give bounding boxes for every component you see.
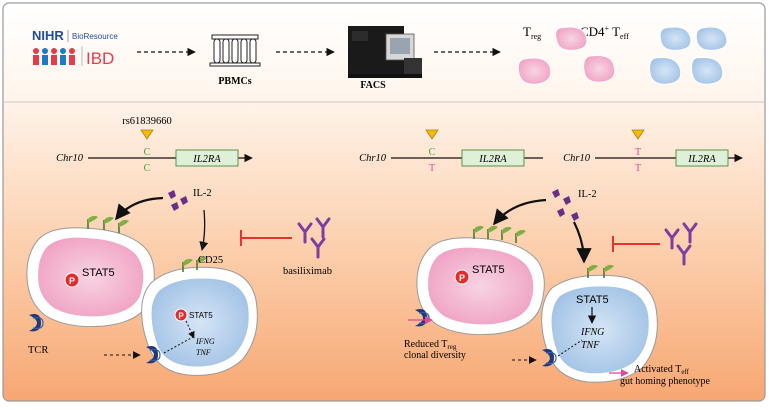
stat5-to-genes-arrow [185, 320, 195, 339]
snp-id-label: rs61839660 [122, 116, 172, 127]
people-icon [33, 48, 75, 65]
chr-label: Chr10 [56, 153, 84, 164]
ifng-label: IFNG [195, 337, 215, 346]
svg-text:BioResource: BioResource [72, 32, 118, 41]
phospho-icon: P [454, 269, 470, 285]
svg-text:P: P [459, 273, 465, 283]
left-panel: IL-2 P STAT5 TCR CD25 P STAT5 IFNG [26, 188, 332, 376]
locus-3: Chr10 IL2RA T T [563, 147, 743, 174]
treg-cell [26, 227, 155, 327]
treg-cells-icon [517, 26, 616, 85]
locus-1: Chr10 IL2RA C C [56, 147, 253, 174]
il2-to-treg-arrow [493, 198, 547, 226]
phospho-icon: P [174, 308, 188, 322]
phospho-icon: P [64, 272, 80, 288]
chr-label: Chr10 [359, 153, 387, 164]
treg-cell [416, 237, 545, 335]
gene-label: IL2RA [192, 154, 221, 165]
tcr-to-genes-arrow [163, 336, 194, 354]
tcr-to-genes-arrow [557, 339, 583, 357]
svg-text:P: P [178, 312, 184, 321]
teff-cell [141, 266, 258, 376]
tcr-label: TCR [28, 345, 48, 356]
teff-stat5-label: STAT5 [576, 294, 609, 306]
locus-2: Chr10 IL2RA C T [359, 147, 543, 174]
cd4-teff-header-label: CD4+ Teff [580, 24, 629, 41]
treg-header-label: Treg [523, 24, 541, 41]
treg-stat5-label: STAT5 [472, 264, 505, 276]
cd25-label: CD25 [198, 255, 223, 266]
gene-label: IL2RA [687, 154, 716, 165]
gene-label: IL2RA [478, 154, 507, 165]
allele-bottom: T [635, 163, 641, 174]
svg-text:NIHR: NIHR [32, 28, 64, 43]
inhibition-bar [240, 230, 292, 246]
nihr-bioresource-logo: NIHR BioResource IBD [32, 28, 118, 68]
reduced-treg-label: Reduced Treg [404, 339, 457, 351]
allele-top: C [144, 147, 151, 158]
allele-top: T [635, 147, 641, 158]
pbmcs-label: PBMCs [218, 76, 251, 87]
svg-text:IBD: IBD [86, 49, 114, 68]
clonal-diversity-label: clonal diversity [404, 350, 466, 361]
facs-machine-icon [348, 26, 422, 78]
il2-to-treg-arrow [115, 196, 164, 221]
il2-to-teff-arrow [573, 221, 592, 264]
teff-stat5-label: STAT5 [189, 311, 213, 320]
activated-teff-label: Activated Teff [634, 364, 690, 376]
il2-to-teff-arrow [199, 209, 209, 251]
allele-top: C [429, 147, 436, 158]
teff-cell [541, 274, 658, 383]
snp-marker-1 [140, 129, 154, 140]
gut-homing-label: gut homing phenotype [620, 376, 711, 387]
treg-stat5-label: STAT5 [82, 267, 115, 279]
tnf-label: TNF [196, 348, 211, 357]
chr-label: Chr10 [563, 153, 591, 164]
il2-label: IL-2 [193, 188, 212, 199]
allele-bottom: T [429, 163, 435, 174]
facs-label: FACS [360, 80, 386, 91]
right-panel: IL-2 P STAT5 Reduced Treg clonal diversi… [404, 189, 711, 387]
ifng-label: IFNG [580, 327, 604, 338]
test-tubes-icon [209, 34, 261, 67]
inhibition-bar [612, 236, 660, 252]
allele-bottom: C [144, 163, 151, 174]
tnf-label: TNF [581, 340, 600, 351]
teff-cells-icon [649, 26, 728, 85]
il2-label: IL-2 [578, 189, 597, 200]
svg-text:P: P [69, 276, 75, 286]
basiliximab-label: basiliximab [283, 266, 332, 277]
snp-marker-3 [631, 129, 645, 140]
snp-marker-2 [425, 129, 439, 140]
